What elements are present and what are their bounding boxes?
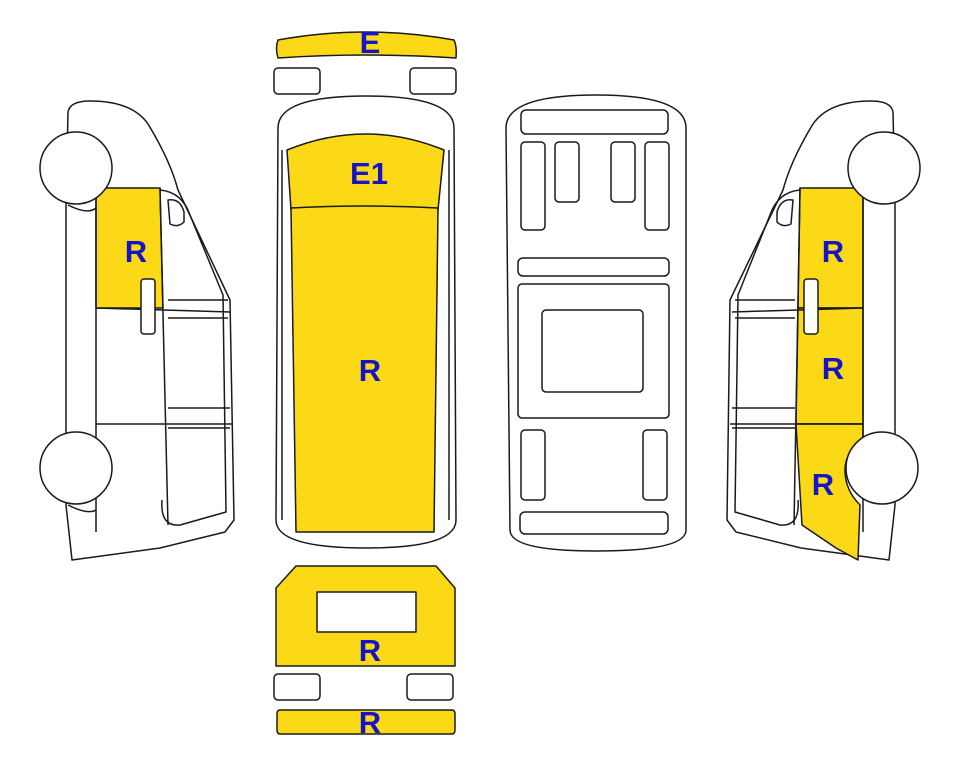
- left-wheel-arches: [67, 204, 97, 513]
- right-body-lines: [730, 187, 864, 532]
- front-bumper-panel[interactable]: [275, 31, 457, 59]
- top-view: [275, 95, 457, 549]
- left-door-handle: [140, 278, 156, 335]
- top-side-lines: [281, 150, 450, 520]
- left-rear-wheel: [39, 431, 113, 505]
- underside-left-rail: [520, 141, 546, 231]
- roof-panel[interactable]: [290, 205, 439, 533]
- rear-view: [273, 565, 456, 735]
- underside-view: [505, 94, 687, 552]
- underside-crossbar: [517, 257, 670, 277]
- underside-front-bar: [520, 109, 669, 135]
- rear-right-light: [406, 673, 454, 701]
- rear-left-light: [273, 673, 321, 701]
- right-door-handle: [803, 278, 819, 335]
- damage-labels: E E1 R R R R R R R: [125, 25, 844, 740]
- underside-right-strut: [610, 141, 636, 203]
- label-right-middle-panel: R: [822, 351, 844, 386]
- right-mirror: [776, 199, 794, 227]
- label-roof: R: [359, 353, 381, 388]
- label-rear-door: R: [359, 633, 381, 668]
- underside-left-strut: [554, 141, 580, 203]
- label-left-front-door: R: [125, 234, 147, 269]
- label-right-front-door: R: [822, 234, 844, 269]
- underside-rear-right: [642, 429, 668, 501]
- underside-right-rail: [644, 141, 670, 231]
- left-mirror: [167, 199, 185, 227]
- rear-window: [316, 591, 417, 633]
- front-view: [273, 31, 457, 95]
- left-front-wheel: [39, 131, 113, 205]
- right-front-wheel: [847, 131, 921, 205]
- left-side-view: [39, 100, 235, 561]
- label-front-bumper: E: [360, 25, 381, 60]
- underside-tank: [541, 309, 644, 393]
- hood-windshield-panel[interactable]: [286, 133, 445, 211]
- front-left-headlight: [273, 67, 321, 95]
- front-right-headlight: [409, 67, 457, 95]
- label-right-rear-panel: R: [812, 467, 834, 502]
- right-side-view: [726, 100, 921, 561]
- underside-rear-bar: [519, 511, 669, 535]
- label-hood-windshield: E1: [350, 156, 388, 191]
- underside-rear-left: [520, 429, 546, 501]
- rear-bumper-panel[interactable]: [276, 709, 456, 735]
- label-rear-bumper: R: [359, 705, 381, 740]
- right-rear-wheel: [845, 431, 919, 505]
- left-body-lines: [95, 187, 232, 532]
